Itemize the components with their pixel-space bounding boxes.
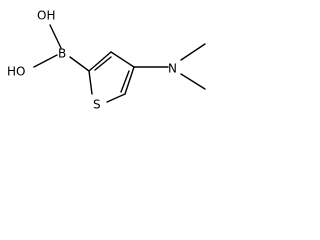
atom-label-boron: B (58, 47, 66, 61)
atom-label-sulfur: S (93, 98, 101, 112)
chemical-structure-diagram: OH HO B S N (7, 9, 206, 112)
bond-c5-c4 (124, 66, 135, 95)
bond-b-oh-top (49, 24, 62, 49)
bond-c4-c5-inner (120, 70, 130, 93)
bond-c3-c2 (88, 51, 112, 72)
bond-c2-c3-inner (94, 56, 112, 71)
bond-s-c5 (106, 93, 126, 103)
atom-label-oh-top: OH (37, 9, 55, 23)
bond-c2-s (88, 70, 93, 95)
atom-label-oh-left: HO (7, 65, 25, 79)
bond-c4-c3 (110, 51, 135, 68)
bond-n-methyl-up (180, 43, 206, 61)
bond-layer (33, 24, 206, 103)
atom-label-nitrogen: N (168, 62, 177, 76)
bond-n-methyl-down (180, 73, 206, 90)
bond-b-c2 (69, 56, 90, 72)
atom-label-layer: OH HO B S N (7, 9, 177, 112)
bond-b-oh-left (33, 54, 58, 68)
